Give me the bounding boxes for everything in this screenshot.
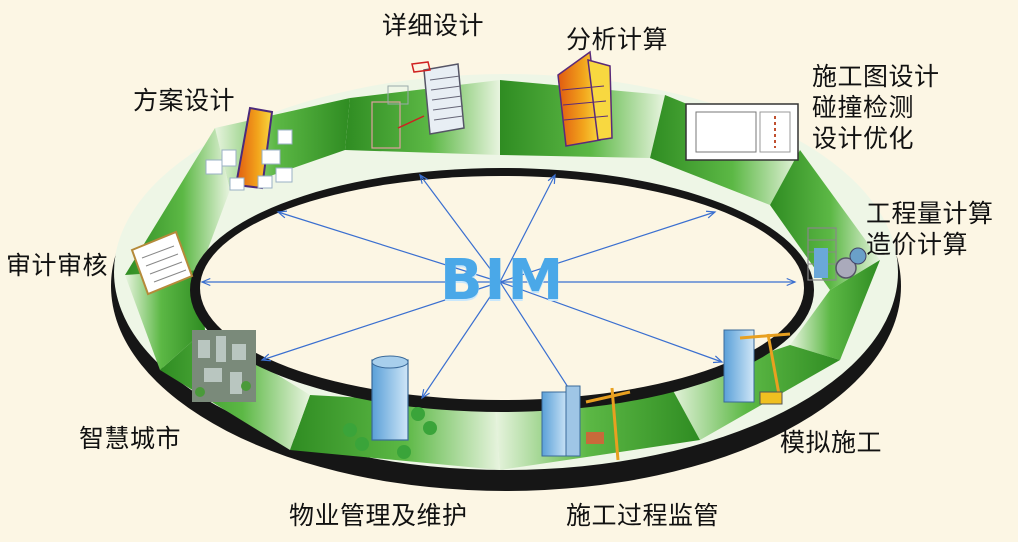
arrow-to-construction-sim xyxy=(499,281,723,363)
label-line: 智慧城市 xyxy=(79,424,182,453)
arrow-to-process-supervision xyxy=(499,281,576,399)
label-line: 造价计算 xyxy=(866,230,969,259)
arrowhead-to-construction-sim xyxy=(712,355,724,364)
label-analysis-calc: 分析计算 xyxy=(566,24,668,55)
analysis-calc-illustration xyxy=(557,50,613,147)
label-process-supervision: 施工过程监管 xyxy=(566,500,719,531)
arrowhead-to-detail-design xyxy=(419,173,429,184)
label-line: 模拟施工 xyxy=(780,428,883,457)
label-audit-review: 审计审核 xyxy=(6,250,108,281)
arrow-to-smart-city xyxy=(261,281,501,361)
label-line: 审计审核 xyxy=(6,251,109,280)
label-line: 设计优化 xyxy=(812,124,915,153)
label-line: 工程量计算 xyxy=(866,199,994,228)
arrow-to-property-management xyxy=(421,281,501,399)
audit-review-illustration xyxy=(130,230,194,296)
construction-sim-illustration xyxy=(723,329,791,405)
arrow-to-detail-design xyxy=(419,174,501,283)
label-line: 施工图设计 xyxy=(812,62,940,91)
label-line: 详细设计 xyxy=(382,11,485,40)
arrow-to-scheme-design xyxy=(277,211,501,283)
label-construction-sim: 模拟施工 xyxy=(780,427,882,458)
detail-design-illustration xyxy=(371,61,465,149)
arrow-to-construction-drawing xyxy=(499,211,716,283)
construction-drawing-illustration xyxy=(685,103,799,161)
quantity-cost-illustration xyxy=(807,227,867,281)
scheme-design-illustration xyxy=(205,106,293,191)
label-construction-drawing: 施工图设计 碰撞检测 设计优化 xyxy=(812,61,940,154)
property-management-illustration xyxy=(343,355,437,459)
label-line: 方案设计 xyxy=(133,86,236,115)
label-scheme-design: 方案设计 xyxy=(133,85,235,116)
center-title: BIM xyxy=(440,248,566,313)
arrowhead-to-quantity-cost xyxy=(786,277,797,287)
arrowhead-to-property-management xyxy=(421,389,430,400)
arrowhead-to-scheme-design xyxy=(276,210,288,219)
label-line: 分析计算 xyxy=(566,25,669,54)
process-supervision-illustration xyxy=(541,385,631,461)
arrowhead-to-construction-drawing xyxy=(705,210,717,219)
arrowhead-to-audit-review xyxy=(200,277,211,287)
label-line: 碰撞检测 xyxy=(812,93,915,122)
label-property-management: 物业管理及维护 xyxy=(289,500,468,531)
label-quantity-cost: 工程量计算 造价计算 xyxy=(866,198,994,260)
arrowhead-to-analysis-calc xyxy=(547,173,556,185)
center-arrows xyxy=(200,173,797,400)
label-smart-city: 智慧城市 xyxy=(79,423,181,454)
label-line: 物业管理及维护 xyxy=(289,501,468,530)
arrowhead-to-smart-city xyxy=(260,353,272,362)
label-line: 施工过程监管 xyxy=(566,501,720,530)
label-detail-design: 详细设计 xyxy=(382,10,484,41)
smart-city-illustration xyxy=(192,330,256,402)
arrow-to-analysis-calc xyxy=(499,174,556,283)
